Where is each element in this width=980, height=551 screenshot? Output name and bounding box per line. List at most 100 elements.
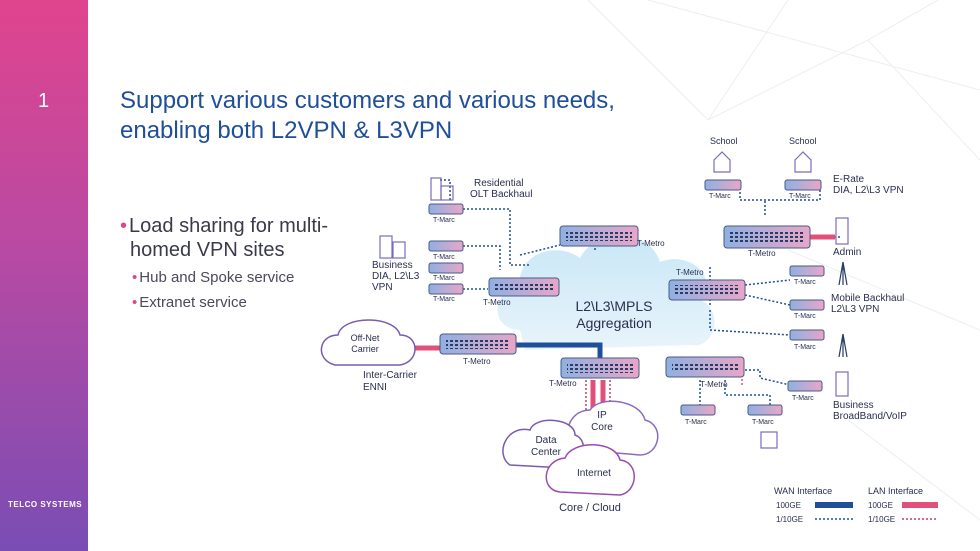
cloud-label-1: L2\L3\MPLS	[575, 298, 652, 314]
legend-wan-100ge-swatch	[815, 502, 853, 508]
t-marc-device	[428, 203, 464, 215]
mobile-label-1: Mobile Backhaul	[831, 293, 904, 304]
t-marc-labels: T-Marc T-Marc T-Marc T-Marc T-Marc T-Mar…	[433, 193, 816, 426]
t-metro-labels: T-Metro T-Metro T-Metro T-Metro T-Metro …	[463, 239, 776, 389]
business-bb-label-2: BroadBand/VoIP	[833, 411, 907, 422]
aggregation-cloud	[497, 235, 715, 350]
school-icon	[713, 151, 731, 173]
background-lines	[587, 0, 980, 521]
tower-icon	[838, 333, 848, 358]
t-metro-label: T-Metro	[676, 268, 704, 277]
t-metro-label: T-Metro	[748, 249, 776, 258]
legend-lan-100ge-swatch	[902, 502, 938, 508]
internet-label: Internet	[577, 468, 611, 479]
residential-label-2: OLT Backhaul	[470, 189, 532, 200]
t-metro-switch	[488, 277, 560, 297]
legend-lan-100ge: 100GE	[868, 501, 893, 510]
legend-wan-100ge: 100GE	[776, 501, 801, 510]
business-dia-label-1: Business	[372, 260, 413, 271]
building-icon	[835, 371, 849, 397]
admin-label: Admin	[833, 247, 861, 258]
t-marc-device	[747, 404, 783, 416]
t-marc-device	[680, 404, 716, 416]
ip-core-label-1: IP	[597, 410, 607, 421]
t-metro-switch	[439, 333, 517, 355]
sidebar-band	[0, 0, 88, 551]
t-metro-switches	[439, 225, 811, 379]
t-marc-label: T-Marc	[433, 275, 455, 282]
t-marc-device	[704, 179, 742, 191]
residential-label-1: Residential	[474, 178, 523, 189]
t-metro-label: T-Metro	[463, 357, 491, 366]
t-marc-device	[784, 179, 822, 191]
bullet-sub-1-text: Hub and Spoke service	[139, 269, 295, 286]
off-net-cloud	[320, 319, 416, 366]
t-marc-label: T-Marc	[709, 193, 731, 200]
t-metro-label: T-Metro	[483, 298, 511, 307]
legend-lan-10ge: 1/10GE	[868, 515, 895, 524]
legend-wan-10ge: 1/10GE	[776, 515, 803, 524]
cloud-label-2: Aggregation	[576, 315, 652, 331]
tower-icons	[838, 261, 848, 358]
t-marc-device	[428, 283, 464, 295]
building-icons	[379, 151, 849, 449]
t-marc-label: T-Marc	[433, 254, 455, 261]
t-marc-label: T-Marc	[794, 279, 816, 286]
store-icon	[760, 431, 778, 449]
t-marc-label: T-Marc	[794, 344, 816, 351]
company-logo: TELCO SYSTEMS	[8, 500, 83, 509]
data-center-label-1: Data	[535, 435, 557, 446]
school-label-1: School	[710, 136, 738, 146]
school-icon	[794, 151, 812, 173]
off-net-label-2: Carrier	[351, 344, 379, 354]
legend: WAN Interface LAN Interface 100GE 100GE …	[774, 486, 938, 524]
bullet-sub-2: Extranet service	[120, 293, 380, 313]
t-marc-device	[428, 240, 464, 252]
data-center-label-2: Center	[531, 447, 562, 458]
business-dia-label-2: DIA, L2\L3	[372, 271, 420, 282]
bullet-sub-2-text: Extranet service	[139, 294, 247, 311]
core-cloud-label: Core / Cloud	[559, 502, 621, 514]
t-marc-device	[789, 329, 825, 341]
t-marc-device	[789, 299, 825, 311]
business-bb-label-1: Business	[833, 400, 874, 411]
t-metro-label: T-Metro	[637, 239, 665, 248]
t-marc-device	[789, 265, 825, 277]
building-icon	[430, 177, 454, 201]
t-marc-label: T-Marc	[433, 296, 455, 303]
off-net-label-1: Off-Net	[351, 333, 380, 343]
t-marc-label: T-Marc	[792, 395, 814, 402]
ip-core-label-2: Core	[591, 422, 613, 433]
school-label-2: School	[789, 136, 817, 146]
t-metro-switch	[559, 225, 639, 247]
legend-wan-title: WAN Interface	[774, 486, 832, 496]
wan-10ge-links	[440, 179, 840, 408]
t-marc-label: T-Marc	[433, 217, 455, 224]
bullet-sub-1: Hub and Spoke service	[120, 268, 380, 288]
t-metro-switch	[665, 356, 745, 378]
legend-lan-title: LAN Interface	[868, 486, 923, 496]
wan-100ge-links	[515, 342, 603, 360]
slide-title: Support various customers and various ne…	[120, 87, 615, 144]
building-icon	[379, 235, 406, 259]
t-metro-switch	[560, 357, 640, 379]
t-metro-label: T-Metro	[700, 380, 728, 389]
t-marc-label: T-Marc	[794, 313, 816, 320]
slide-number: 1	[38, 90, 50, 112]
t-marc-label: T-Marc	[789, 193, 811, 200]
erate-label-2: DIA, L2\L3 VPN	[833, 185, 904, 196]
site-labels: Residential OLT Backhaul Business DIA, L…	[372, 136, 907, 422]
t-marc-label: T-Marc	[752, 419, 774, 426]
bullet-main-text: Load sharing for multi-homed VPN sites	[129, 215, 328, 261]
building-icon	[835, 217, 849, 245]
t-metro-label: T-Metro	[549, 379, 577, 388]
t-metro-switch	[723, 225, 811, 249]
t-marc-device	[428, 262, 464, 274]
t-marc-device	[787, 380, 823, 392]
business-dia-label-3: VPN	[372, 282, 393, 293]
erate-label-1: E-Rate	[833, 174, 865, 185]
tower-icon	[838, 261, 848, 286]
t-marc-label: T-Marc	[685, 419, 707, 426]
t-metro-switch	[668, 279, 746, 301]
